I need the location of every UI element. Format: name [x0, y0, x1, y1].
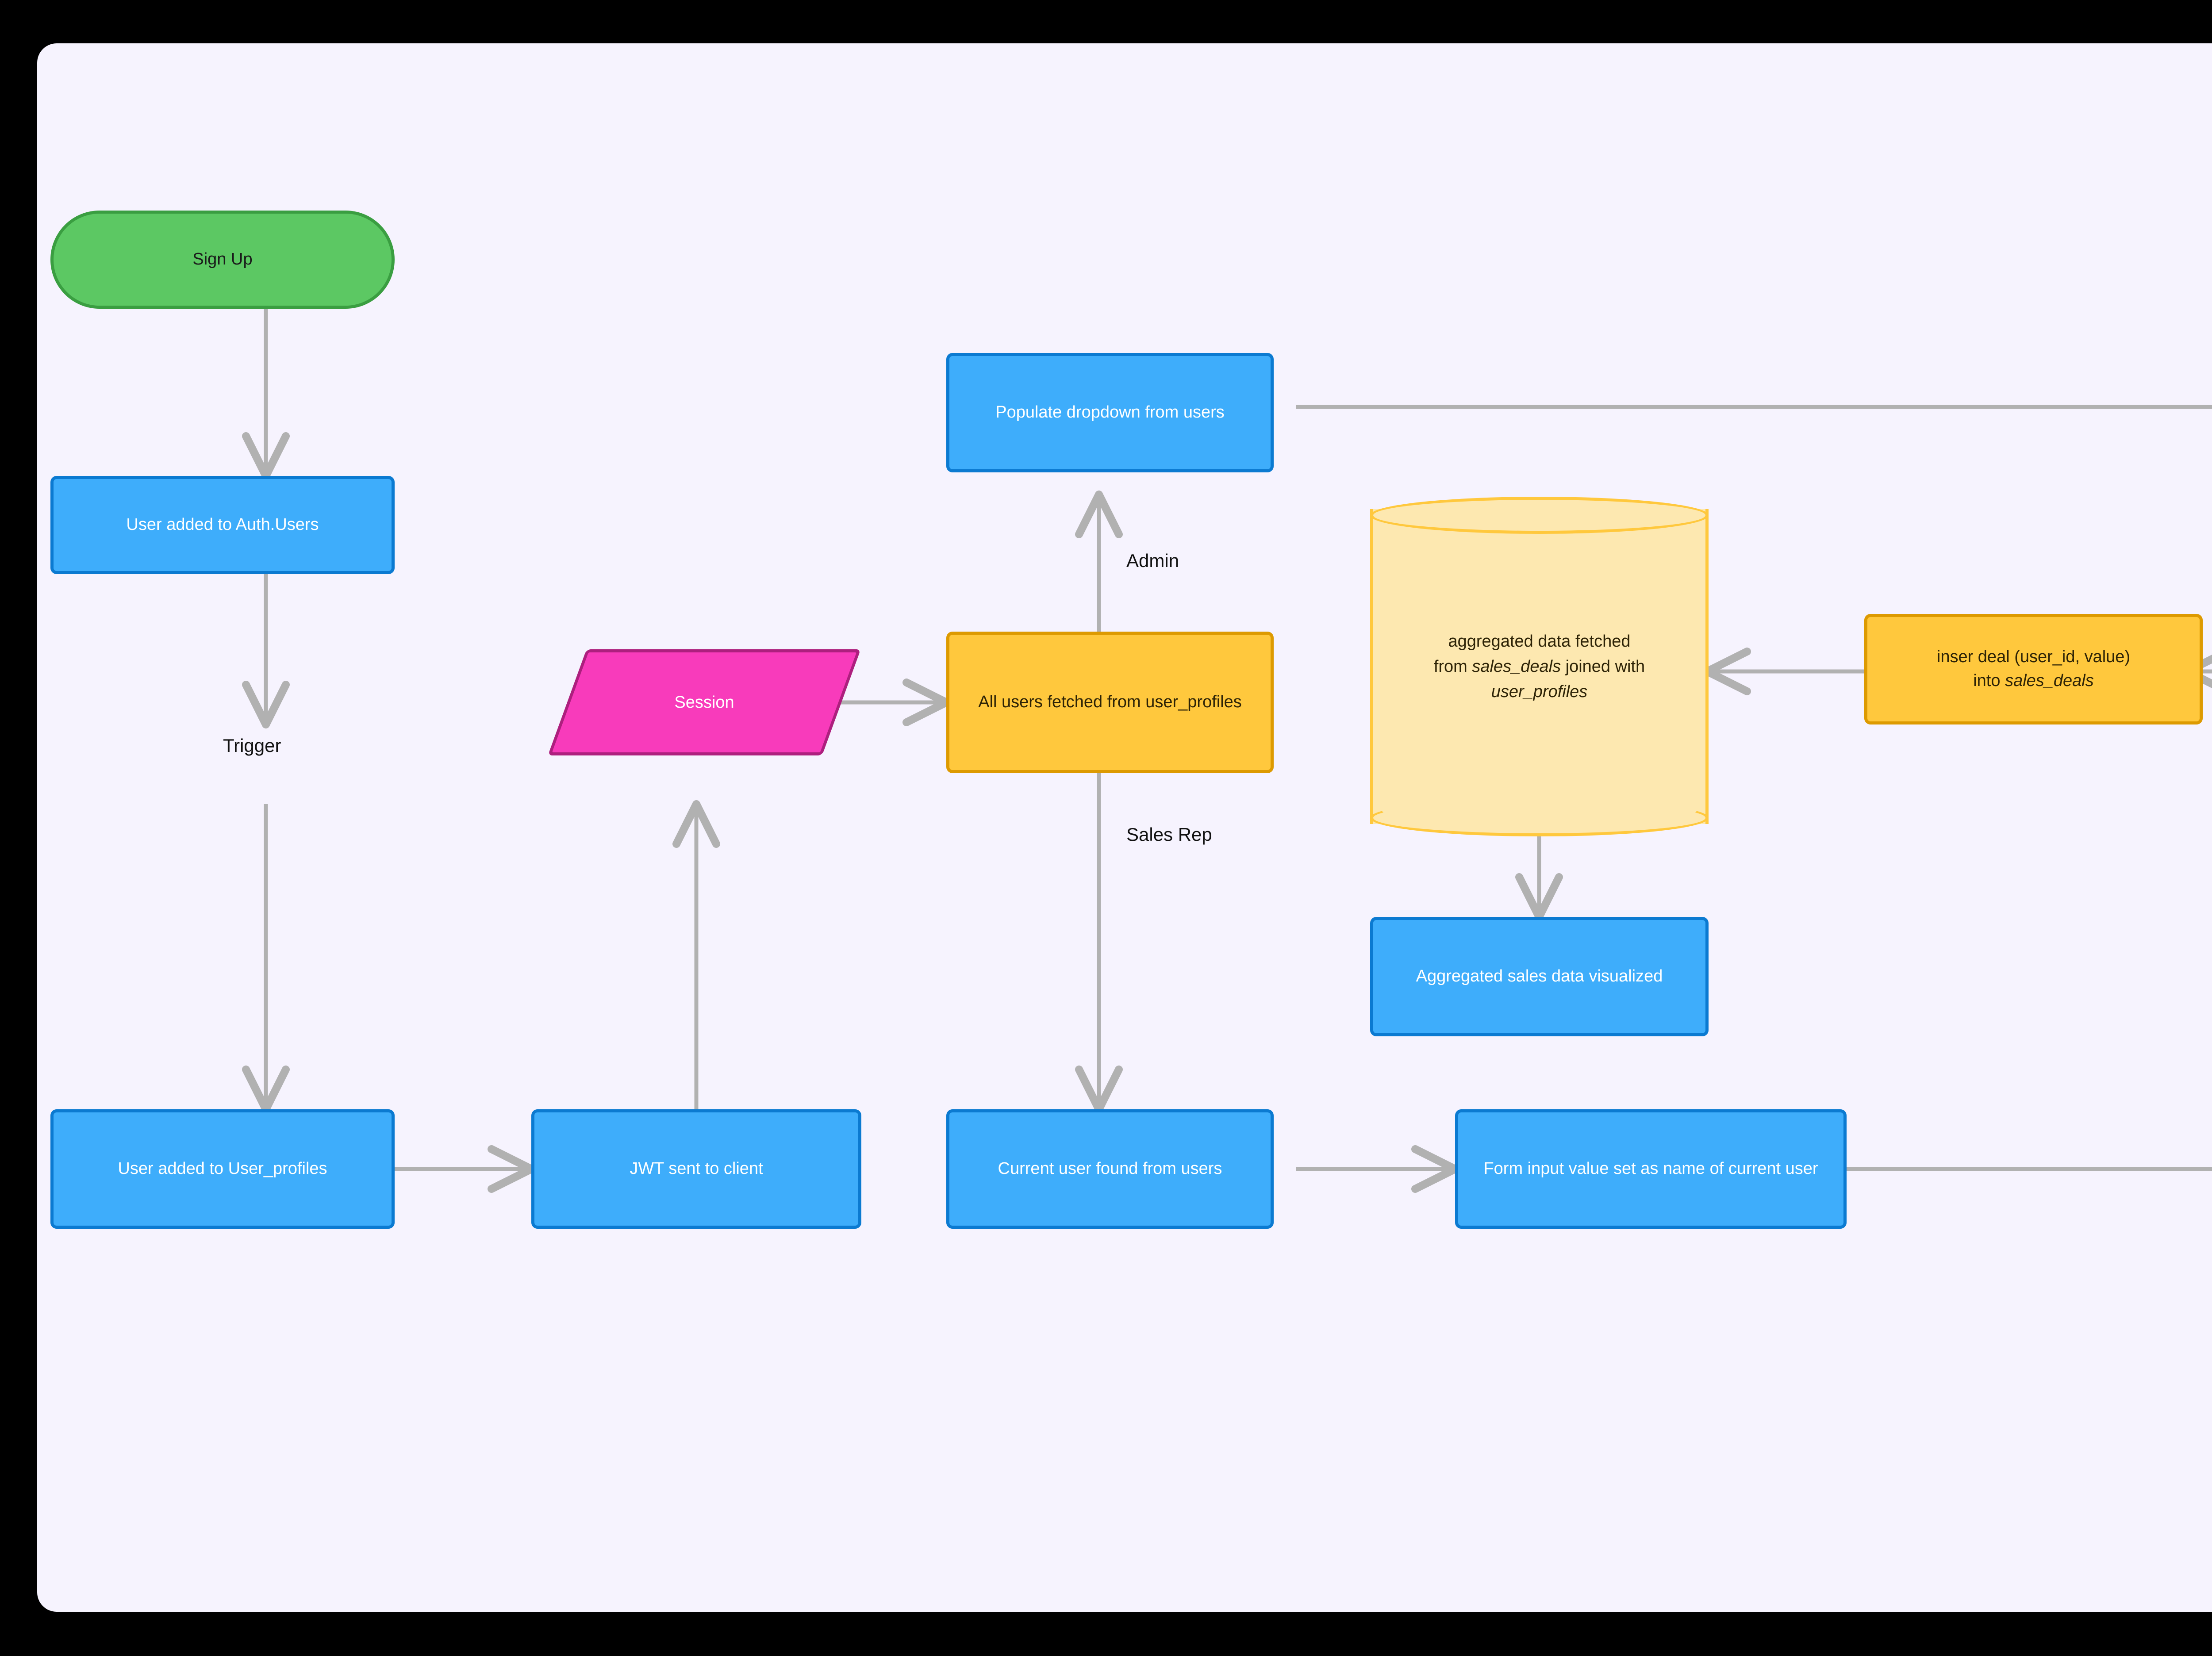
edges-layer	[242, 309, 2212, 1193]
db-line-1: aggregated data fetched	[1448, 632, 1631, 651]
node-aggregated-database[interactable]: aggregated data fetched from sales_deals…	[1370, 497, 1709, 836]
cylinder-bottom-cap	[1370, 799, 1709, 836]
node-all-users-fetched[interactable]: All users fetched from user_profiles	[946, 632, 1274, 773]
node-session[interactable]: Session	[548, 649, 861, 755]
node-sign-up[interactable]: Sign Up	[50, 211, 395, 309]
node-sales-visualized-label: Aggregated sales data visualized	[1416, 967, 1663, 986]
db-line-2-pre: from	[1433, 657, 1472, 676]
node-user-profiles[interactable]: User added to User_profiles	[50, 1109, 395, 1229]
node-current-user-label: Current user found from users	[998, 1159, 1222, 1178]
node-current-user[interactable]: Current user found from users	[946, 1109, 1274, 1229]
node-populate-dropdown-label: Populate dropdown from users	[995, 403, 1225, 422]
node-aggregated-database-label: aggregated data fetched from sales_deals…	[1370, 497, 1709, 836]
node-jwt-sent[interactable]: JWT sent to client	[531, 1109, 861, 1229]
node-populate-dropdown[interactable]: Populate dropdown from users	[946, 353, 1274, 472]
insert-deal-table: sales_deals	[2005, 671, 2094, 690]
cylinder-body	[1370, 509, 1709, 824]
node-session-label: Session	[674, 693, 734, 712]
node-insert-deal-label: inser deal (user_id, value) into sales_d…	[1867, 645, 2200, 693]
edge-label-trigger: Trigger	[223, 735, 281, 756]
edge-label-sales-rep: Sales Rep	[1126, 824, 1212, 845]
node-form-input-value-label: Form input value set as name of current …	[1483, 1159, 1818, 1178]
db-line-2-table: sales_deals	[1472, 657, 1561, 676]
node-jwt-sent-label: JWT sent to client	[630, 1159, 763, 1178]
insert-deal-line-2-pre: into	[1973, 671, 2005, 690]
node-auth-users[interactable]: User added to Auth.Users	[50, 476, 395, 574]
node-sign-up-label: Sign Up	[192, 250, 253, 269]
node-user-profiles-label: User added to User_profiles	[118, 1159, 327, 1178]
node-form-input-value[interactable]: Form input value set as name of current …	[1455, 1109, 1847, 1229]
insert-deal-line-1: inser deal (user_id, value)	[1936, 648, 2131, 667]
cylinder-top-cap	[1370, 497, 1709, 534]
db-line-3-table: user_profiles	[1491, 682, 1588, 701]
node-sales-visualized[interactable]: Aggregated sales data visualized	[1370, 917, 1709, 1036]
edge-label-admin: Admin	[1126, 550, 1179, 571]
diagram-canvas[interactable]: Sign Up User added to Auth.Users Trigger…	[37, 43, 2212, 1612]
node-insert-deal[interactable]: inser deal (user_id, value) into sales_d…	[1864, 614, 2203, 724]
node-all-users-fetched-label: All users fetched from user_profiles	[978, 693, 1242, 712]
node-auth-users-label: User added to Auth.Users	[126, 515, 319, 534]
db-line-2-post: joined with	[1561, 657, 1645, 676]
